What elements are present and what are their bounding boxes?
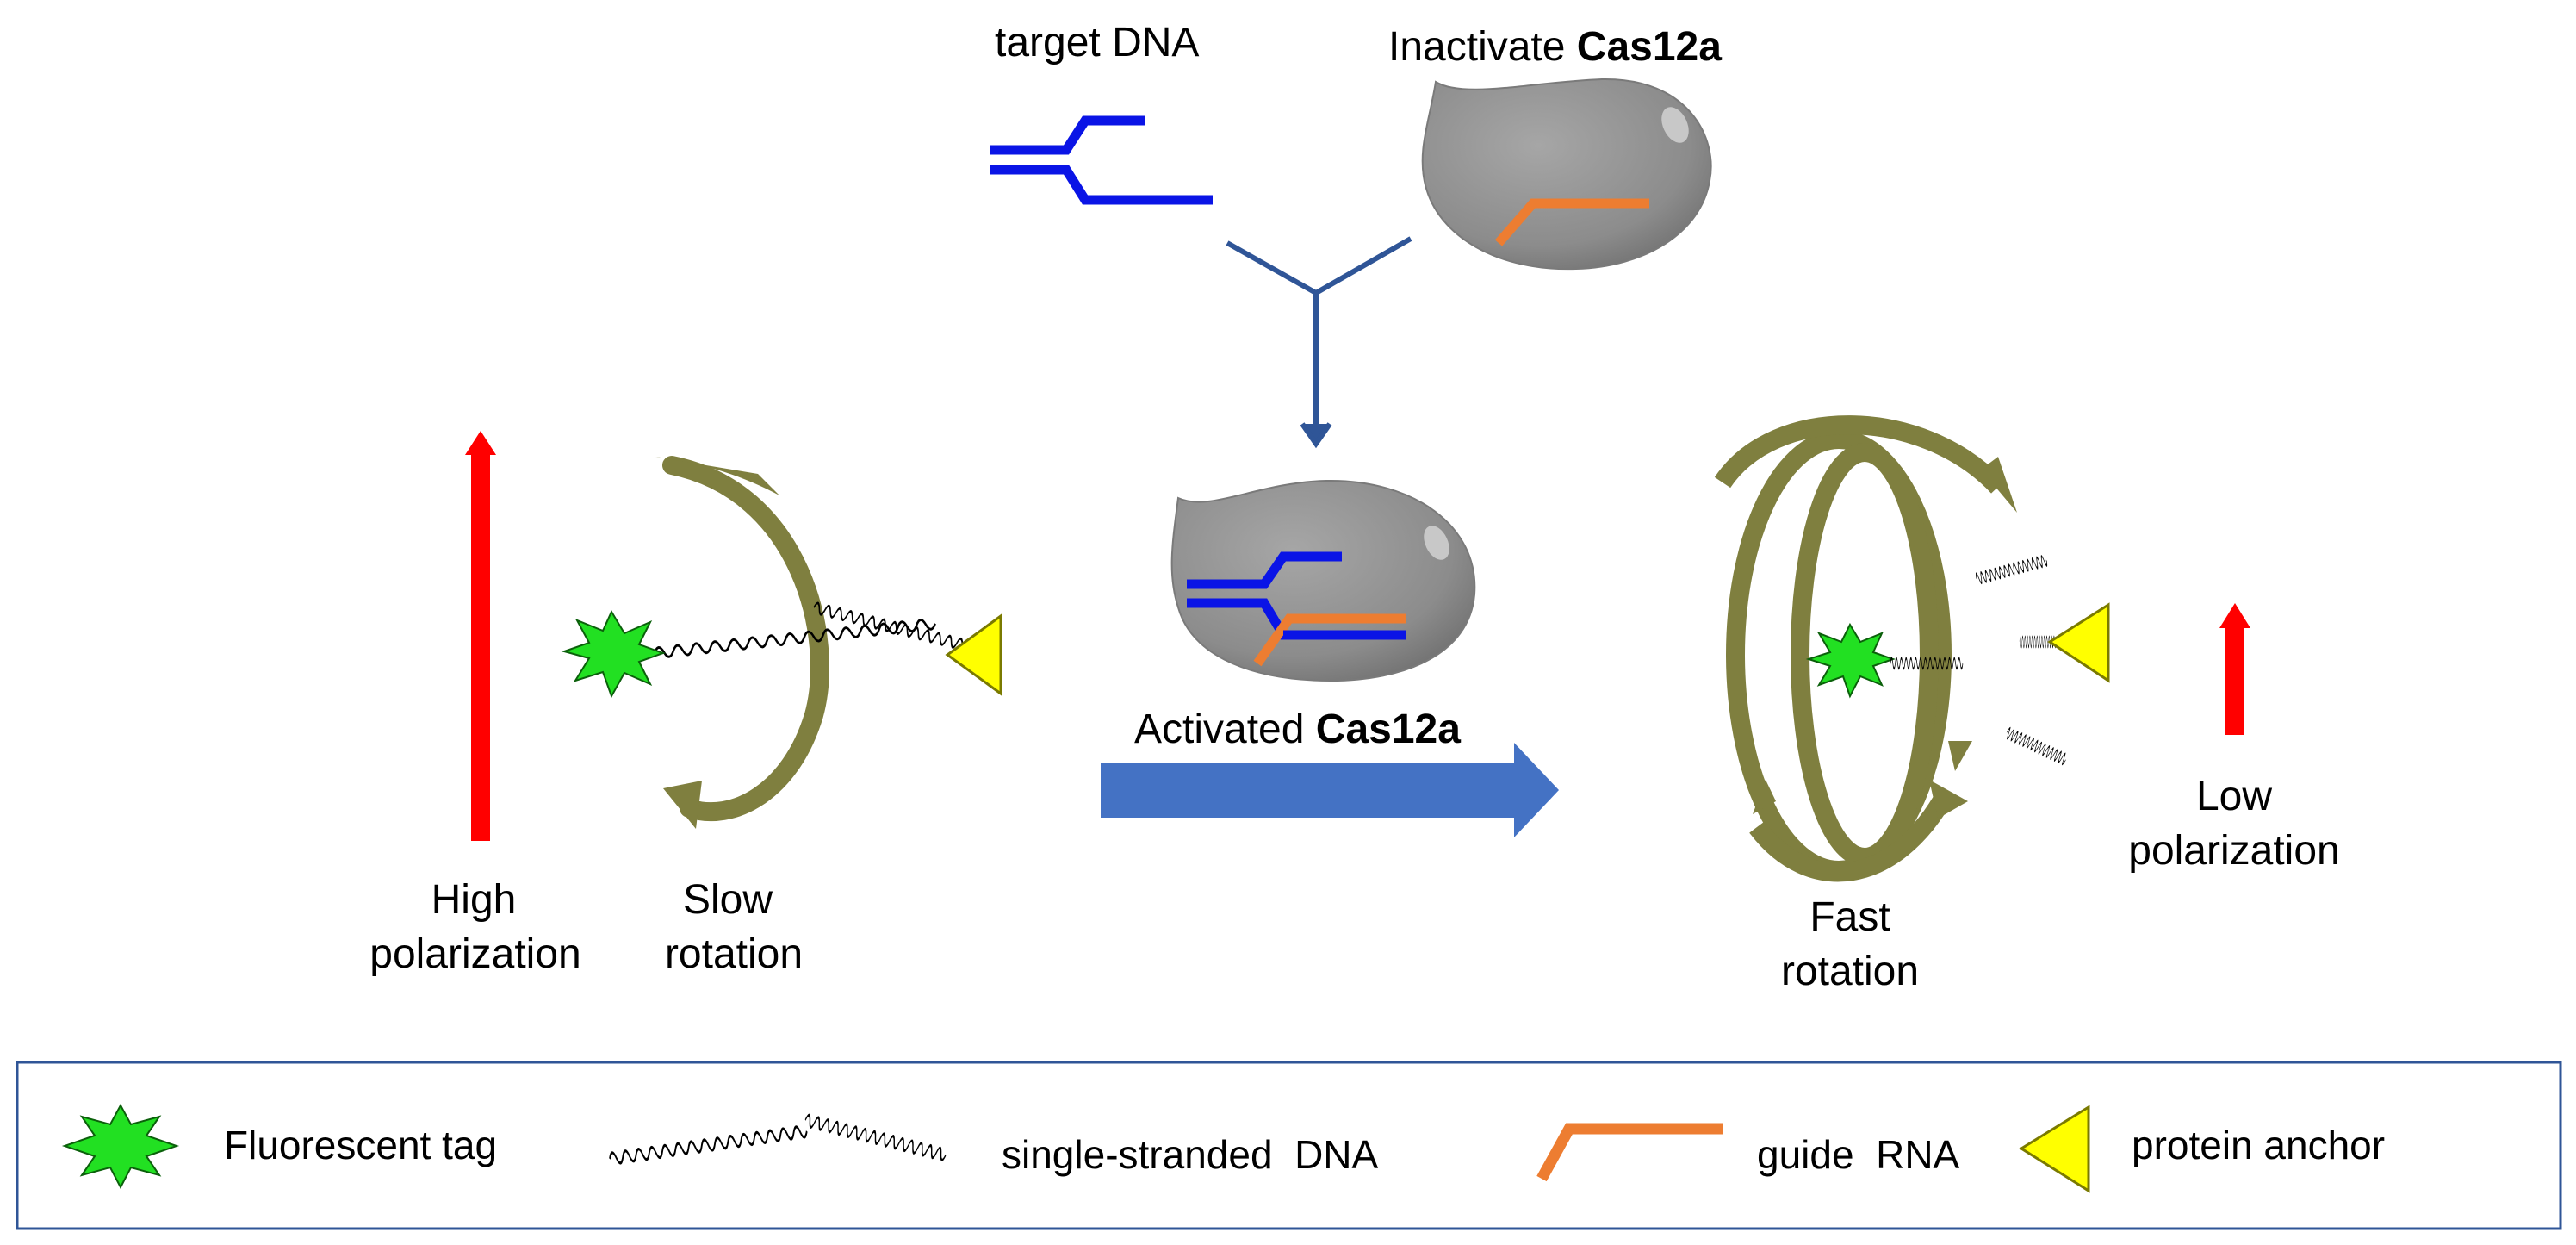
high-polarization-label-line2: polarization	[369, 931, 580, 977]
low-polarization-arrow	[2219, 603, 2250, 735]
legend-box	[16, 1061, 2562, 1230]
activated-cas12a-protein	[1170, 479, 1476, 682]
fluorescent-tag-left	[561, 609, 666, 699]
low-polarization-label-line2: polarization	[2128, 828, 2339, 874]
process-arrow	[1101, 743, 1559, 837]
fluorescent-tag-right	[1805, 622, 1896, 699]
low-polarization-label-line1: Low	[2196, 774, 2272, 819]
slow-rotation-label-line2: rotation	[665, 931, 803, 977]
slow-rotation-label-line1: Slow	[683, 877, 773, 923]
ssdna-strand-left	[652, 617, 937, 660]
legend-fluorescent-tag-icon	[61, 1103, 180, 1190]
fast-rotation-label-line1: Fast	[1809, 894, 1890, 940]
slow-rotation-arrow	[655, 456, 829, 829]
inactive-cas12a-protein	[1421, 78, 1712, 271]
legend-protein-anchor-label: protein anchor	[2132, 1123, 2385, 1167]
legend-protein-anchor-icon	[2019, 1105, 2090, 1193]
legend-fluorescent-tag-label: Fluorescent tag	[224, 1123, 497, 1167]
ssdna-strand-left-2	[811, 601, 982, 656]
target-dna-icon	[990, 115, 1213, 205]
fast-rotation-label-line2: rotation	[1781, 949, 1919, 994]
activated-cas12a-label: Activated Cas12a	[1134, 707, 1461, 752]
protein-anchor-left	[945, 613, 1002, 696]
inactivate-cas12a-label: Inactivate Cas12a	[1388, 24, 1722, 70]
fast-rotation-arrows	[1714, 415, 2005, 882]
ssdna-fragment-4	[2003, 726, 2070, 766]
legend-ssdna-label: single-stranded DNA	[1002, 1132, 1379, 1177]
target-dna-label: target DNA	[995, 20, 1199, 65]
fast-rotation-arrowheads	[1753, 457, 2017, 819]
high-polarization-arrow	[465, 431, 496, 841]
legend-guide-rna-label: guide RNA	[1757, 1132, 1960, 1177]
ssdna-fragment-2	[1973, 554, 2050, 586]
high-polarization-label-line1: High	[431, 877, 517, 923]
protein-anchor-right	[2047, 602, 2110, 683]
merge-lines	[1226, 236, 1412, 449]
guide-rna-in-inactive-cas12a	[1494, 198, 1649, 246]
legend-guide-rna-icon	[1536, 1123, 1723, 1182]
guide-rna-in-activated-cas12a	[1253, 613, 1406, 667]
